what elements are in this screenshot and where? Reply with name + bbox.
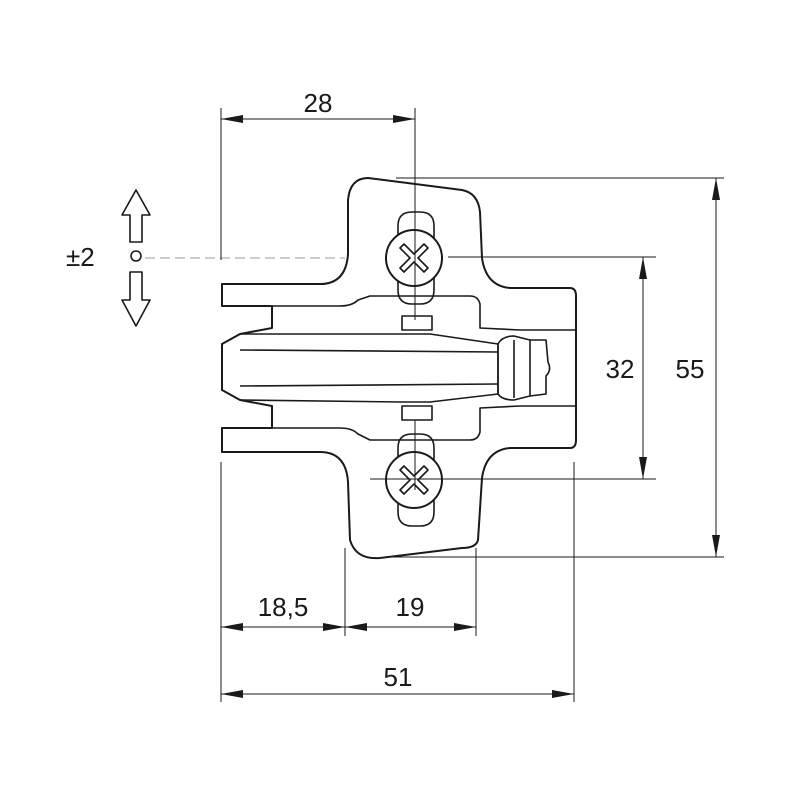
dimension-label-top-width: 28 [304,88,333,118]
bottom-screw-head [385,451,443,509]
dimension-label-left-offset: 18,5 [258,592,309,622]
plate-outline [221,177,577,560]
bottom-screw [385,433,443,527]
top-screw-slot-bottom [397,258,435,305]
dimension-overall-width: 51 [221,662,574,698]
phillips-cross-icon [399,465,429,495]
adjustment-label: ±2 [66,242,95,272]
dimension-top-width: 28 [221,88,415,123]
slide-channel-midline-top [239,349,499,353]
dimension-label-center-width: 19 [396,592,425,622]
arrow-down-icon [121,271,151,327]
dimension-label-overall-height: 55 [676,354,705,384]
lower-tab [401,405,433,421]
top-screw-head [385,229,443,287]
dimension-left-offset: 18,5 [221,592,345,631]
cam-adjuster [497,335,551,401]
upper-tab [401,315,433,331]
arrow-up-icon [121,189,151,243]
adjustment-indicator: ±2 [66,189,151,327]
slide-channel-midline-bottom [239,383,499,387]
top-screw [385,211,443,305]
plate-inner-top-edge [272,295,576,331]
mounting-plate [221,177,577,560]
dimension-hole-spacing: 32 [606,257,647,479]
bottom-screw-slot [397,433,435,480]
bottom-screw-slot-bottom [397,480,435,527]
plate-inner-bottom-edge [272,405,576,441]
phillips-cross-icon [399,243,429,273]
pivot-circle-icon [130,250,142,262]
dimension-label-overall-width: 51 [384,662,413,692]
dimension-label-hole-spacing: 32 [606,354,635,384]
top-screw-slot [397,211,435,258]
dimension-center-width: 19 [345,592,476,631]
dimension-overall-height: 55 [676,178,720,557]
extension-lines [220,108,724,702]
